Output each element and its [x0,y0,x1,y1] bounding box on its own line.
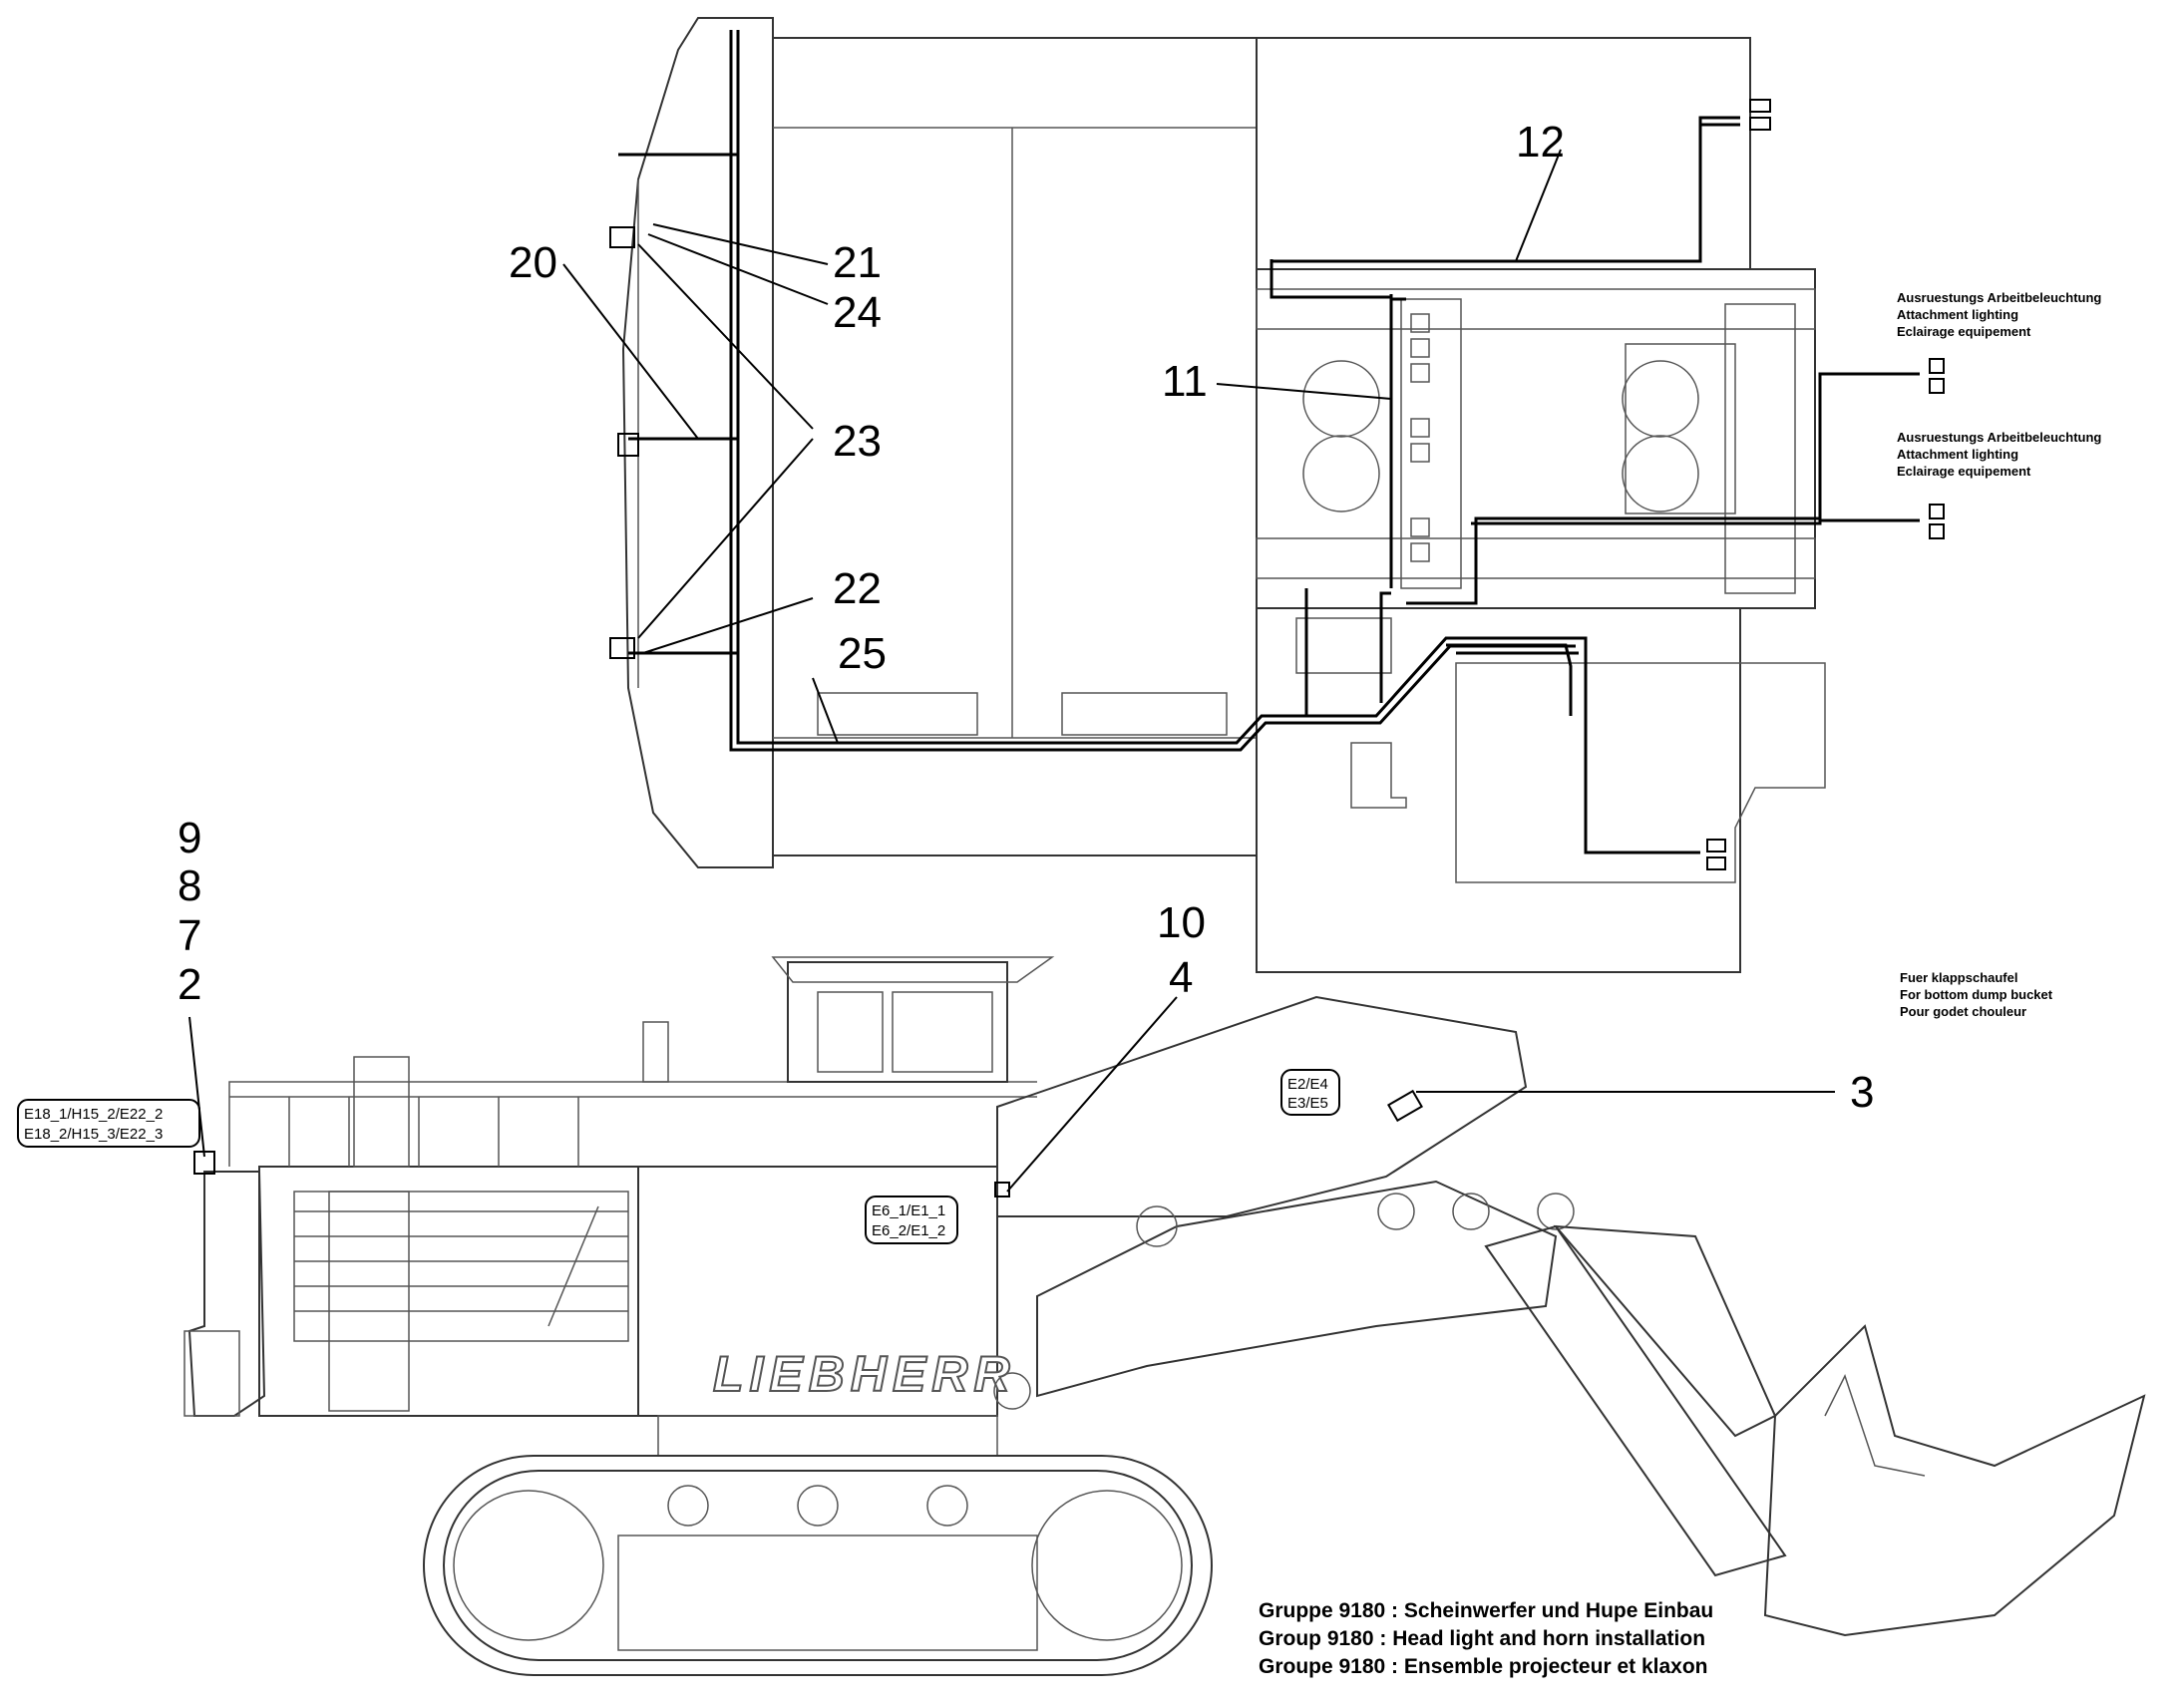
callout-24: 24 [833,288,882,337]
svg-text:For bottom dump bucket: For bottom dump bucket [1900,987,2053,1002]
svg-text:Groupe 9180 : Ensemble project: Groupe 9180 : Ensemble projecteur et kla… [1259,1655,1708,1678]
callout-12: 12 [1516,118,1565,167]
boom-light-icon [1387,1089,1423,1123]
lamps-side [193,1089,1423,1197]
svg-text:Ausruestungs Arbeitbeleuchtung: Ausruestungs Arbeitbeleuchtung [1897,290,2101,305]
callout-20: 20 [509,238,557,287]
brand-logo: LIEBHERR [713,1346,1016,1402]
callout-8: 8 [178,861,201,910]
callout-4: 4 [1169,953,1193,1002]
callout-11: 11 [1162,357,1208,406]
svg-text:Attachment lighting: Attachment lighting [1897,307,2018,322]
svg-text:Pour godet chouleur: Pour godet chouleur [1900,1004,2026,1019]
svg-text:Group 9180 : Head light and ho: Group 9180 : Head light and horn install… [1259,1627,1705,1650]
svg-text:Fuer klappschaufel: Fuer klappschaufel [1900,970,2017,985]
label-front-lights: E6_1/E1_1 E6_2/E1_2 [865,1196,958,1244]
svg-text:Attachment lighting: Attachment lighting [1897,447,2018,462]
svg-text:E2/E4: E2/E4 [1287,1076,1328,1093]
svg-text:E18_1/H15_2/E22_2: E18_1/H15_2/E22_2 [24,1106,163,1123]
side-view: LIEBHERR [183,956,2146,1676]
callout-10: 10 [1157,898,1206,947]
callout-25: 25 [838,629,887,678]
callout-22: 22 [833,564,882,613]
callout-9: 9 [178,814,201,862]
svg-text:E18_2/H15_3/E22_3: E18_2/H15_3/E22_3 [24,1126,163,1143]
label-rear-lights: E18_1/H15_2/E22_2 E18_2/H15_3/E22_3 [17,1099,200,1148]
svg-text:E6_1/E1_1: E6_1/E1_1 [872,1202,945,1219]
callouts: 20 21 24 23 22 25 12 11 9 8 7 2 10 4 3 [178,118,1874,1117]
label-boom-lights: E2/E4 E3/E5 [1280,1069,1340,1116]
top-view [621,17,1826,973]
note-bottom-dump: Fuer klappschaufel For bottom dump bucke… [1900,970,2053,1019]
callout-7: 7 [178,911,201,960]
title-block: Gruppe 9180 : Scheinwerfer und Hupe Einb… [1259,1599,1713,1678]
callout-2: 2 [178,960,201,1009]
harness-top [609,30,1945,870]
note-attachment-lighting-1: Ausruestungs Arbeitbeleuchtung Attachmen… [1897,290,2101,339]
leader-lines [188,149,1835,1193]
callout-3: 3 [1850,1068,1874,1117]
svg-text:Eclairage equipement: Eclairage equipement [1897,324,2031,339]
svg-text:E6_2/E1_2: E6_2/E1_2 [872,1222,945,1239]
note-attachment-lighting-2: Ausruestungs Arbeitbeleuchtung Attachmen… [1897,430,2101,479]
svg-text:E3/E5: E3/E5 [1287,1095,1328,1112]
svg-text:Gruppe 9180 : Scheinwerfer und: Gruppe 9180 : Scheinwerfer und Hupe Einb… [1259,1599,1713,1622]
svg-text:Ausruestungs Arbeitbeleuchtung: Ausruestungs Arbeitbeleuchtung [1897,430,2101,445]
callout-21: 21 [833,238,882,287]
callout-23: 23 [833,417,882,466]
svg-text:Eclairage equipement: Eclairage equipement [1897,464,2031,479]
